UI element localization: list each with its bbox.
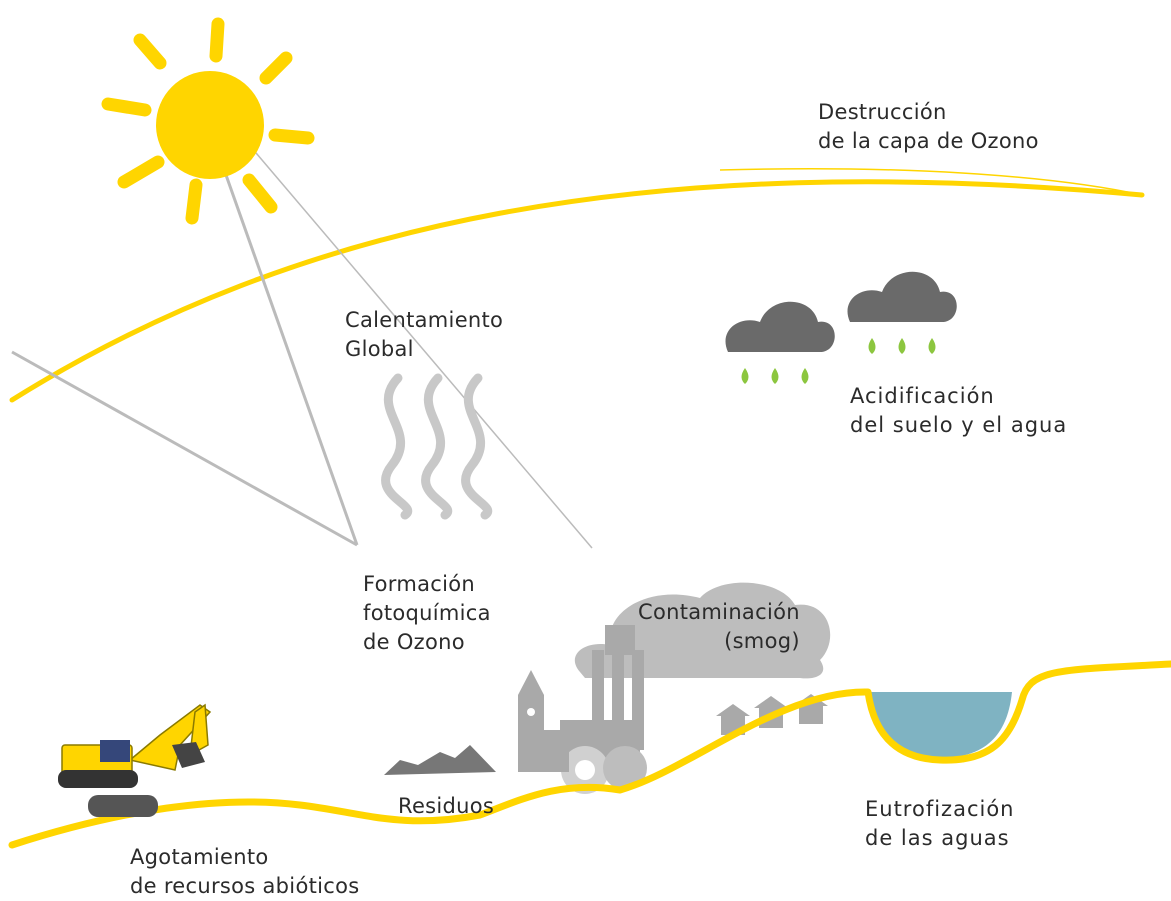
label-line: Contaminación	[638, 600, 800, 624]
label-line: Eutrofización	[865, 797, 1015, 821]
label-line: del suelo y el agua	[850, 413, 1068, 437]
excavator-icon	[58, 703, 212, 817]
sun-icon	[101, 17, 315, 225]
label-photochemical-ozone: Formación fotoquímica de Ozono	[363, 570, 491, 657]
label-line: (smog)	[724, 629, 800, 653]
rain-cloud-icon	[725, 301, 835, 384]
sun-ray-line	[224, 174, 359, 546]
sun-ray-line	[11, 350, 358, 547]
church-icon	[518, 670, 569, 772]
label-line: Agotamiento	[130, 845, 269, 869]
label-line: Acidificación	[850, 384, 995, 408]
label-line: Formación	[363, 572, 476, 596]
label-line: de Ozono	[363, 630, 465, 654]
label-line: de las aguas	[865, 826, 1010, 850]
label-line: de recursos abióticos	[130, 874, 360, 898]
label-smog: Contaminación (smog)	[638, 598, 800, 656]
factory-icon	[560, 625, 647, 794]
waste-pile-icon	[384, 745, 496, 775]
sun-ray-line	[244, 139, 593, 549]
ground-line	[8, 660, 1171, 849]
lake-icon	[870, 692, 1012, 758]
label-line: Destrucción	[818, 100, 947, 124]
label-line: Global	[345, 337, 414, 361]
label-eutrophication: Eutrofización de las aguas	[865, 795, 1015, 853]
label-global-warming: Calentamiento Global	[345, 306, 503, 364]
label-waste: Residuos	[398, 792, 494, 821]
label-line: Calentamiento	[345, 308, 504, 332]
label-line: de la capa de Ozono	[818, 129, 1039, 153]
rain-cloud-icon	[847, 271, 957, 354]
atmosphere-arc	[9, 179, 1145, 403]
label-ozone-destruction: Destrucción de la capa de Ozono	[818, 98, 1039, 156]
heat-waves-icon	[381, 373, 493, 520]
label-line: fotoquímica	[363, 601, 491, 625]
label-acidification: Acidificación del suelo y el agua	[850, 382, 1067, 440]
atmosphere-arc-thin	[719, 167, 1143, 196]
label-line: Residuos	[398, 794, 495, 818]
label-abiotic-depletion: Agotamiento de recursos abióticos	[130, 843, 360, 901]
